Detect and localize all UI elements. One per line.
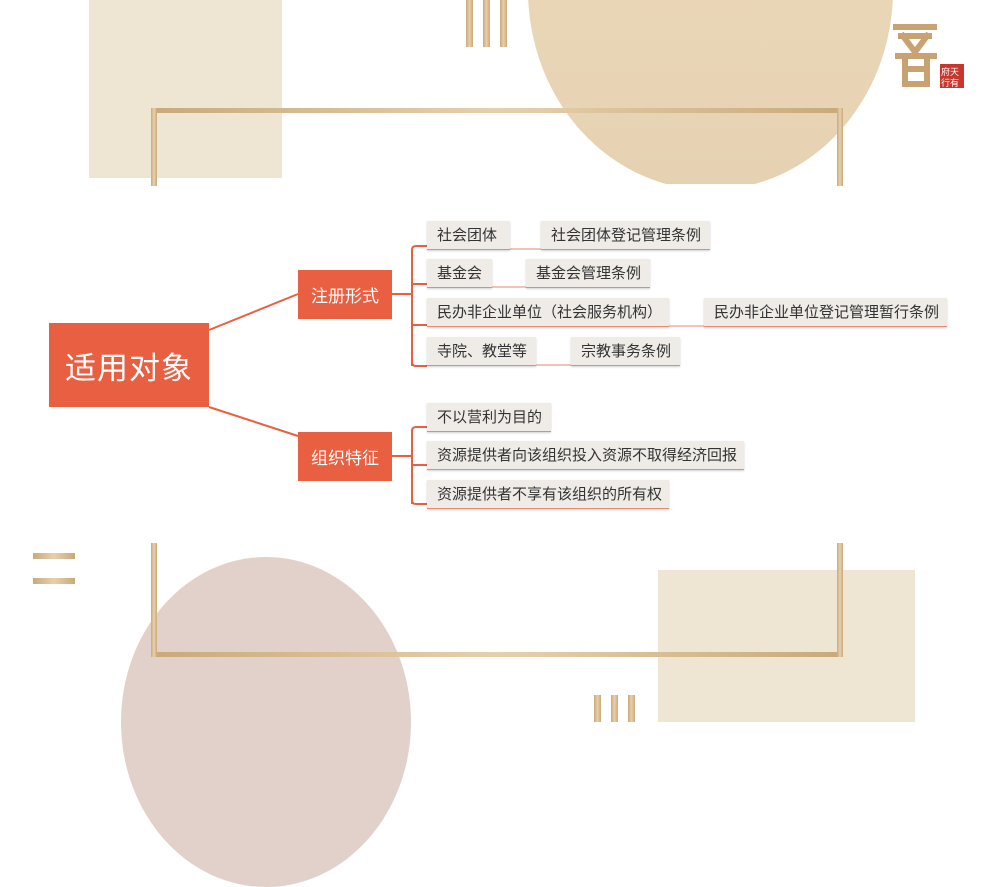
mindmap-connectors xyxy=(208,245,704,505)
leaf-regulation-private-nonenterprise: 民办非企业单位登记管理暂行条例 xyxy=(704,298,947,327)
svg-text:行有: 行有 xyxy=(941,77,959,89)
decor-bars-left xyxy=(33,553,75,559)
leaf-regulation-religious-affairs: 宗教事务条例 xyxy=(571,337,680,366)
decor-bars-top xyxy=(466,0,473,47)
leaf-nonprofit: 不以营利为目的 xyxy=(427,403,551,432)
leaf-no-economic-return: 资源提供者向该组织投入资源不取得经济回报 xyxy=(427,441,744,470)
decor-rect-bottom-right xyxy=(658,570,915,722)
brand-logo: 府天 行有 xyxy=(893,22,965,90)
branch-organization-features: 组织特征 xyxy=(298,432,392,481)
mindmap-root: 适用对象 xyxy=(49,323,209,407)
svg-text:府天: 府天 xyxy=(941,66,959,78)
decor-frame-top xyxy=(151,108,843,186)
decor-bars-bottom xyxy=(594,695,601,722)
branch-registration-form: 注册形式 xyxy=(298,270,392,319)
leaf-temples-churches: 寺院、教堂等 xyxy=(427,337,536,366)
decor-rect-top-left xyxy=(89,0,282,178)
leaf-private-nonenterprise: 民办非企业单位（社会服务机构） xyxy=(427,298,669,327)
leaf-foundation: 基金会 xyxy=(427,259,492,288)
leaf-regulation-social-group: 社会团体登记管理条例 xyxy=(541,221,710,250)
leaf-no-ownership: 资源提供者不享有该组织的所有权 xyxy=(427,480,669,509)
decor-frame-bottom xyxy=(151,543,843,657)
leaf-regulation-foundation: 基金会管理条例 xyxy=(526,259,650,288)
leaf-social-group: 社会团体 xyxy=(427,221,510,250)
